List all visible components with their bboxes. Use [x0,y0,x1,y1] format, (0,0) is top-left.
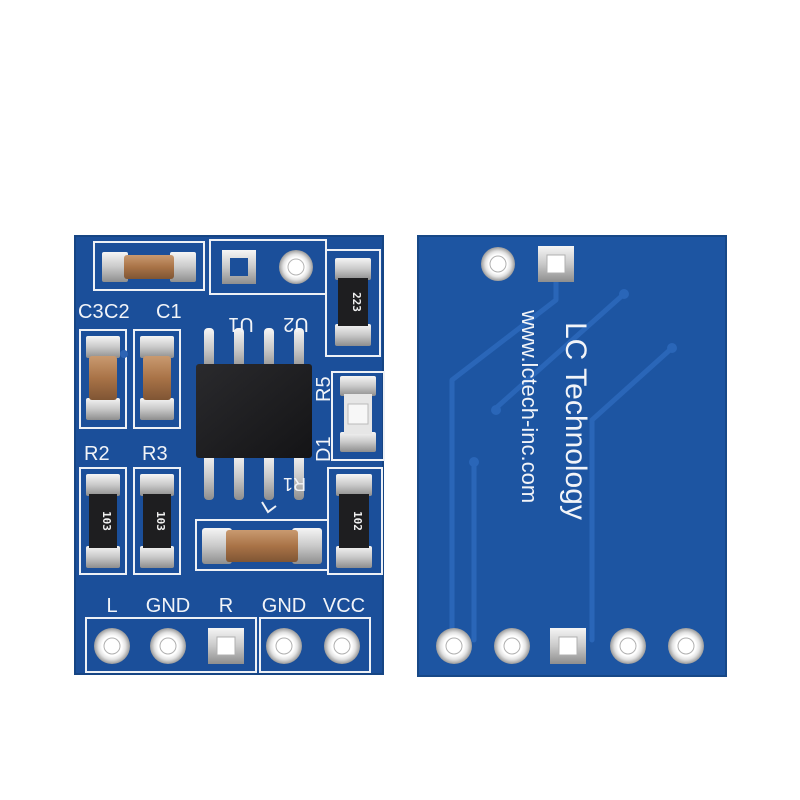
capacitor-large [202,528,322,564]
label-c3: C3 [78,301,104,323]
label-r2: R2 [84,443,110,465]
resistor-103-mid: 103 [140,474,174,568]
back-vias [469,289,677,467]
resistor-code-103-left: 103 [100,511,113,531]
brand-text: LC Technology [559,322,592,520]
label-c2: C2 [104,301,130,323]
resistor-102: 102 [336,474,372,568]
front-top-pins [222,250,313,284]
front-header-pins [94,628,360,664]
resistor-103-left: 103 [86,474,120,568]
label-r1: R1 [283,474,306,494]
capacitor-c3 [86,336,120,420]
resistor-code-103-mid: 103 [154,511,167,531]
label-c1: C1 [156,301,182,323]
pin-label-r: R [219,595,233,617]
label-r5: R5 [313,376,335,402]
led-d1 [340,376,376,452]
website-text: www.lctech-inc.com [517,309,542,503]
back-board: LC Technology www.lctech-inc.com [417,235,727,677]
front-board: 223 [74,235,385,675]
label-u2: U2 [283,313,309,335]
resistor-code-102: 102 [351,511,364,531]
capacitor-c1 [140,336,174,420]
back-pcb-substrate [418,236,726,676]
label-d1: D1 [313,436,335,462]
capacitor-c2 [102,252,196,282]
front-silkscreen-outlines [79,239,385,673]
back-top-pins [481,246,574,282]
label-u1: U1 [228,313,254,335]
back-header-pins [436,628,704,664]
pin-label-vcc: VCC [323,595,365,617]
pin-label-l: L [106,595,117,617]
resistor-223: 223 [335,258,371,346]
resistor-code-223: 223 [350,292,363,312]
pin-label-gnd-1: GND [146,595,190,617]
label-r3: R3 [142,443,168,465]
pin-label-gnd-2: GND [262,595,306,617]
amplifier-chip [196,328,312,500]
